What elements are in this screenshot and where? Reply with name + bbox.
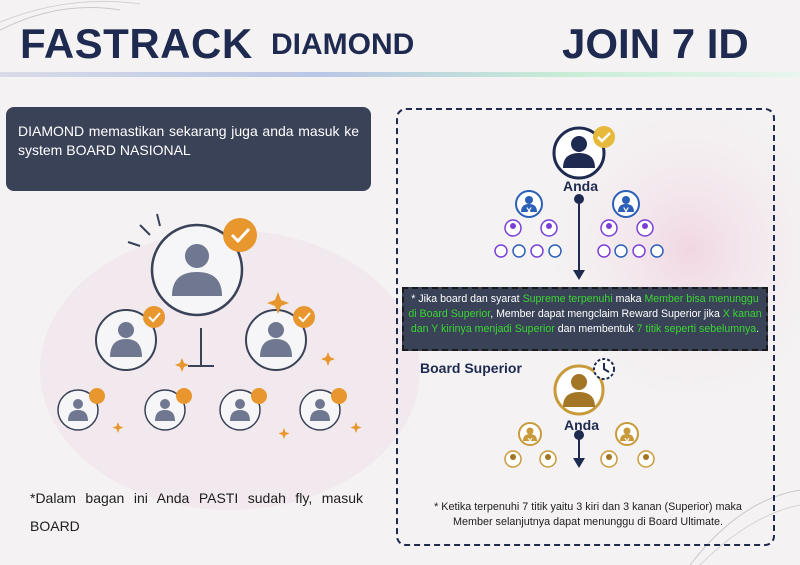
- callout-highlight: Supreme terpenuhi: [522, 293, 613, 305]
- person-x-icon: [515, 190, 543, 218]
- left-note: *Dalam bagan ini Anda PASTI sudah fly, m…: [30, 490, 363, 534]
- callout-text: * Jika board dan syarat: [411, 293, 523, 305]
- header-divider: [0, 72, 800, 77]
- info-box: DIAMOND memastikan sekarang juga anda ma…: [6, 107, 371, 191]
- page-subtitle: DIAMOND: [271, 28, 415, 61]
- person-y-icon: [612, 190, 640, 218]
- check-badge-icon: [223, 218, 257, 252]
- person-icon: [299, 388, 347, 431]
- person-icon: [219, 388, 267, 431]
- top-person-icon: [552, 126, 606, 180]
- person-icon: [95, 306, 165, 371]
- person-icon: [144, 388, 192, 431]
- callout-box: * Jika board dan syarat Supreme terpenuh…: [402, 287, 768, 351]
- join-heading: JOIN 7 ID: [562, 20, 749, 67]
- gold-member-icons: [504, 422, 655, 468]
- callout-text: .: [756, 323, 760, 335]
- left-tree-diagram: [57, 213, 362, 439]
- check-badge-icon: [593, 126, 615, 148]
- arrow-down-icon: [573, 458, 585, 468]
- right-top-tree-diagram: X Y: [494, 126, 664, 280]
- callout-highlight: Member bisa menunggu di Board Superior: [408, 293, 759, 320]
- x-marker: X: [527, 437, 533, 446]
- callout-highlight: X kanan dan Y kirinya menjadi Superior: [410, 308, 762, 335]
- y-marker: Y: [624, 437, 630, 446]
- callout-highlight: 7 titik seperti sebelumnya: [636, 323, 757, 335]
- top-anda-label: Anda: [563, 178, 598, 194]
- sparkle-icon: [112, 292, 362, 439]
- person-icon: [245, 306, 315, 371]
- callout-text: dan membentuk: [554, 323, 637, 335]
- superior-person-icon: [553, 364, 605, 416]
- callout-text: , Member dapat mengclaim Reward Superior…: [490, 308, 723, 320]
- right-bottom-tree-diagram: X Y: [504, 358, 655, 468]
- arrow-down-icon: [573, 270, 585, 280]
- board-superior-label: Board Superior: [420, 360, 522, 376]
- page-title: FASTRACK: [20, 20, 253, 67]
- x-marker: X: [526, 206, 532, 216]
- right-panel: [396, 108, 775, 546]
- bottom-anda-label: Anda: [564, 417, 599, 433]
- y-marker: Y: [623, 206, 629, 216]
- person-icon: [57, 388, 105, 431]
- top-person-icon: [150, 223, 244, 317]
- clock-icon: [593, 358, 615, 380]
- purple-member-icons: [504, 219, 654, 237]
- header: FASTRACK DIAMOND JOIN 7 ID: [0, 0, 800, 78]
- blue-member-icons: [494, 244, 664, 258]
- bottom-note: * Ketika terpenuhi 7 titik yaitu 3 kiri …: [434, 501, 742, 528]
- callout-text: maka: [612, 293, 645, 305]
